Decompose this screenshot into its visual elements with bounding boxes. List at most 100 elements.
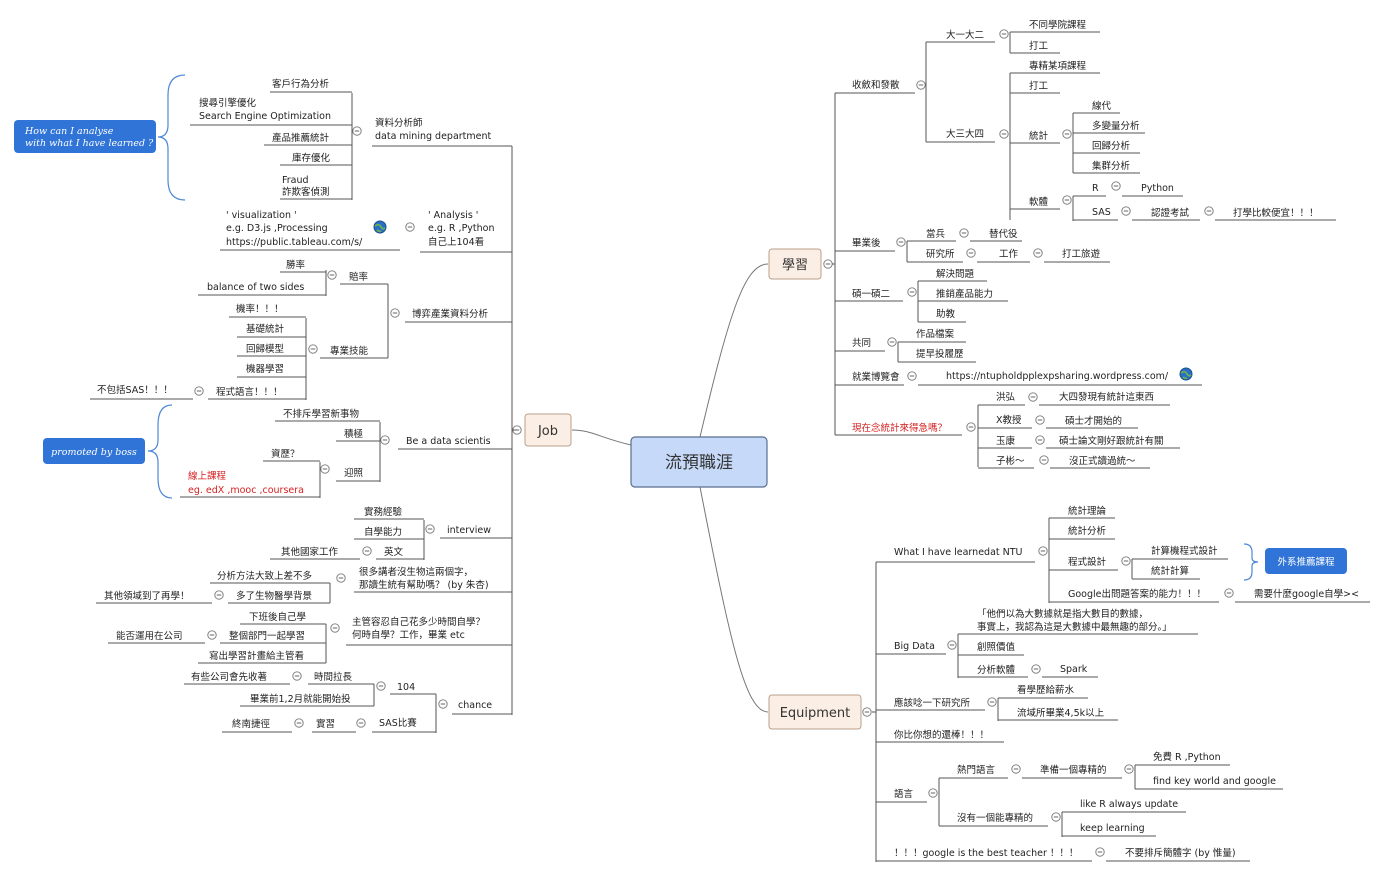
- job-item[interactable]: 客戶行為分析: [272, 78, 330, 90]
- equip-grad[interactable]: 應該唸一下研究所: [894, 697, 971, 709]
- collapse-icon[interactable]: [1095, 847, 1105, 857]
- collapse-icon[interactable]: [1124, 764, 1134, 774]
- collapse-icon[interactable]: [1121, 206, 1131, 216]
- learn-urgent-note[interactable]: 大四發現有統計這東西: [1059, 391, 1154, 403]
- job-interview-item[interactable]: 其他國家工作: [281, 546, 339, 558]
- learn-master[interactable]: 碩一碩二: [852, 289, 890, 300]
- learn-grad-item[interactable]: 工作: [999, 248, 1019, 260]
- job-ds-item[interactable]: 不排斥學習新事物: [283, 408, 360, 420]
- learn-soft-cheap[interactable]: 打學比較便宜！！！: [1233, 207, 1319, 219]
- job-analysis[interactable]: ' Analysis ': [428, 210, 478, 221]
- equip-ntu-item[interactable]: 統計理論: [1068, 505, 1107, 517]
- job-chance[interactable]: chance: [458, 700, 492, 711]
- job-skills[interactable]: 專業技能: [330, 345, 369, 357]
- callout-dept[interactable]: 外系推薦課程: [1265, 548, 1347, 574]
- job-data-analyst[interactable]: 資料分析師: [375, 117, 423, 129]
- job-item[interactable]: 庫存優化: [292, 152, 331, 164]
- job-item[interactable]: 產品推薦統計: [272, 132, 330, 144]
- job-odds-item[interactable]: balance of two sides: [207, 282, 304, 293]
- learn-urgent-note[interactable]: 碩士才開始的: [1065, 415, 1122, 427]
- learn-software[interactable]: 軟體: [1029, 196, 1049, 208]
- collapse-icon[interactable]: [916, 80, 926, 90]
- callout-boss[interactable]: promoted by boss: [43, 438, 145, 464]
- collapse-icon[interactable]: [887, 337, 897, 347]
- job-interview[interactable]: interview: [447, 525, 491, 536]
- job-interview-item[interactable]: 英文: [384, 546, 404, 558]
- learn-year34[interactable]: 大三大四: [946, 128, 984, 140]
- job-manager-item[interactable]: 下班後自己學: [249, 611, 306, 623]
- collapse-icon[interactable]: [194, 386, 204, 396]
- learn-stat-item[interactable]: 回歸分析: [1092, 140, 1131, 152]
- learn-stat-item[interactable]: 多變量分析: [1092, 120, 1140, 132]
- collapse-icon[interactable]: [356, 718, 366, 728]
- collapse-icon[interactable]: [1039, 455, 1049, 465]
- collapse-icon[interactable]: [292, 671, 302, 681]
- job-gaming-analysis[interactable]: 博弈產業資料分析: [412, 308, 489, 320]
- learn-grad-item[interactable]: 研究所: [926, 248, 955, 260]
- job-chance-item[interactable]: 有些公司會先收著: [191, 671, 267, 683]
- collapse-icon[interactable]: [207, 630, 217, 640]
- job-bio-item[interactable]: 其他領域到了再學！: [104, 590, 190, 602]
- job-manager-item[interactable]: 整個部門一起學習: [229, 630, 305, 642]
- collapse-icon[interactable]: [966, 248, 976, 258]
- collapse-icon[interactable]: [1035, 435, 1045, 445]
- equip-big-spark[interactable]: Spark: [1060, 664, 1088, 675]
- job-ds-item[interactable]: 迎照: [344, 467, 364, 479]
- collapse-icon[interactable]: [907, 287, 917, 297]
- learn-grad-item[interactable]: 打工旅遊: [1062, 248, 1101, 260]
- job-chance-item[interactable]: 終南捷徑: [232, 718, 271, 730]
- collapse-icon[interactable]: [425, 524, 435, 534]
- equip-language[interactable]: 語言: [894, 788, 914, 800]
- equip-better[interactable]: 你比你想的還棒！！！: [894, 729, 989, 741]
- job-item[interactable]: Fraud: [282, 175, 309, 186]
- job-visualization[interactable]: ' visualization ': [226, 210, 297, 221]
- job-manager-item[interactable]: 寫出學習計畫給主管看: [209, 650, 304, 662]
- equip-ntu[interactable]: What I have learnedat NTU: [894, 547, 1023, 558]
- equip-ntu-item[interactable]: 統計分析: [1068, 525, 1107, 537]
- job-data-scientist[interactable]: Be a data scientis: [406, 436, 491, 447]
- learn-soft-cert[interactable]: 認證考試: [1151, 207, 1190, 219]
- equip-lang-hot[interactable]: 熱門語言: [957, 764, 996, 776]
- job-online-courses[interactable]: 線上課程: [188, 470, 227, 482]
- learn-after-grad[interactable]: 畢業後: [852, 237, 881, 249]
- learn-grad-item[interactable]: 替代役: [989, 228, 1018, 240]
- collapse-icon[interactable]: [390, 308, 400, 318]
- collapse-icon[interactable]: [1111, 181, 1121, 191]
- learn-soft-sas[interactable]: SAS: [1092, 207, 1111, 218]
- collapse-icon[interactable]: [214, 590, 224, 600]
- learn-stat-item[interactable]: 線代: [1092, 100, 1112, 112]
- learn-stat[interactable]: 統計: [1029, 130, 1049, 142]
- equip-lang-prep[interactable]: 準備一個專精的: [1040, 764, 1107, 776]
- job-no-sas[interactable]: 不包括SAS！！！: [97, 384, 173, 396]
- learn-master-item[interactable]: 推銷產品能力: [936, 288, 993, 300]
- collapse-icon[interactable]: [1062, 195, 1072, 205]
- collapse-icon[interactable]: [1121, 556, 1131, 566]
- learn-grad-item[interactable]: 當兵: [926, 228, 946, 240]
- collapse-icon[interactable]: [1033, 248, 1043, 258]
- topic-equipment[interactable]: Equipment: [768, 694, 862, 730]
- job-skill-item[interactable]: 機率！！！: [236, 303, 284, 315]
- collapse-icon[interactable]: [380, 435, 390, 445]
- learn-soft-python[interactable]: Python: [1141, 183, 1174, 194]
- equip-ntu-item[interactable]: 程式設計: [1068, 556, 1107, 568]
- job-interview-item[interactable]: 自學能力: [364, 526, 402, 538]
- globe-icon[interactable]: [373, 220, 387, 234]
- learn-urgent-person[interactable]: 子彬～: [996, 455, 1025, 467]
- learn-urgent-note[interactable]: 沒正式讀過統～: [1069, 455, 1136, 467]
- globe-icon[interactable]: [1179, 367, 1193, 381]
- equip-lang-sub[interactable]: 免費 R ,Python: [1153, 751, 1221, 763]
- collapse-icon[interactable]: [1062, 129, 1072, 139]
- collapse-icon[interactable]: [352, 126, 362, 136]
- learn-common-item[interactable]: 提早投履歷: [916, 348, 964, 360]
- collapse-icon[interactable]: [336, 573, 346, 583]
- collapse-icon[interactable]: [1011, 764, 1021, 774]
- learn-common-item[interactable]: 作品檔案: [916, 328, 955, 340]
- collapse-icon[interactable]: [1038, 546, 1048, 556]
- learn-job-fair[interactable]: 就業博覽會: [852, 371, 900, 383]
- collapse-icon[interactable]: [959, 228, 969, 238]
- job-item[interactable]: 搜尋引擎優化: [199, 97, 257, 109]
- job-manager-item[interactable]: 能否運用在公司: [116, 630, 183, 642]
- collapse-icon[interactable]: [999, 29, 1009, 39]
- collapse-icon[interactable]: [294, 718, 304, 728]
- job-chance-item[interactable]: 畢業前1,2月就能開始投: [250, 693, 351, 705]
